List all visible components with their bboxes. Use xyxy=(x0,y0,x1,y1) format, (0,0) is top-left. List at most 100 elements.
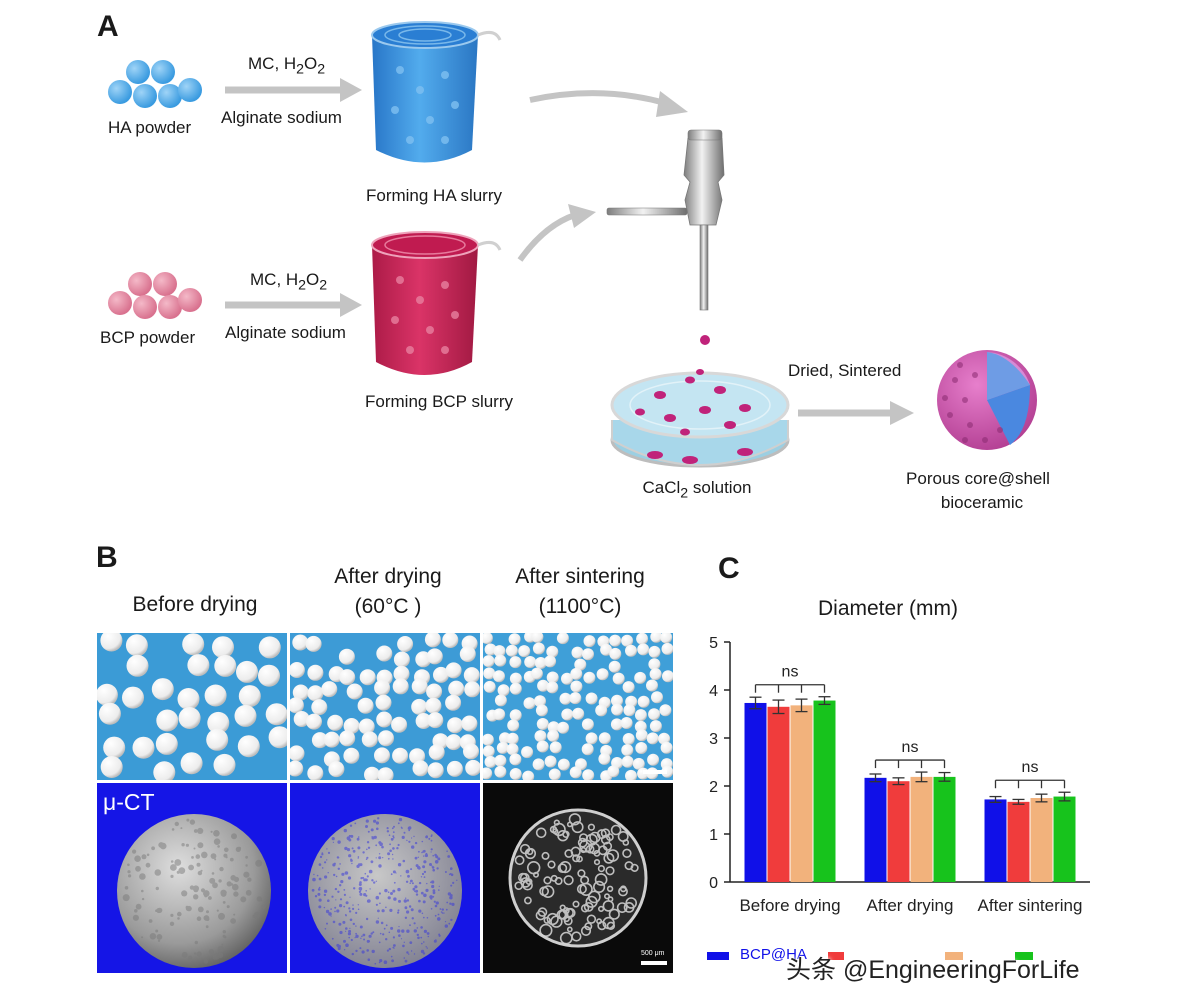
sphere xyxy=(662,670,673,683)
panel-letter-c: C xyxy=(718,552,740,585)
sphere xyxy=(625,644,637,657)
sphere xyxy=(483,680,496,693)
sphere xyxy=(258,664,280,687)
sphere xyxy=(290,760,304,777)
col-header-after-drying: After drying xyxy=(334,565,442,588)
sphere xyxy=(496,741,509,754)
sphere xyxy=(445,734,462,751)
sphere xyxy=(659,704,672,717)
sphere xyxy=(581,743,594,756)
sphere xyxy=(483,767,493,780)
sphere xyxy=(393,665,410,682)
sphere xyxy=(236,660,258,683)
sphere xyxy=(494,694,507,707)
sphere xyxy=(548,768,561,780)
photo-after-drying xyxy=(290,633,480,780)
core-shell-sphere-icon xyxy=(937,350,1037,450)
sphere xyxy=(459,646,476,662)
sphere xyxy=(534,695,546,708)
sphere xyxy=(509,709,522,722)
sphere xyxy=(581,718,594,731)
ct-label: μ-CT xyxy=(103,789,155,815)
y-tick-label: 5 xyxy=(709,635,718,652)
sphere xyxy=(637,695,650,708)
process-arrow xyxy=(529,90,688,117)
sphere xyxy=(532,642,545,655)
sphere xyxy=(506,732,519,745)
sphere xyxy=(536,718,549,730)
sphere xyxy=(428,744,445,761)
legend-swatch-bc xyxy=(1015,952,1033,960)
category-label: After sintering xyxy=(978,896,1083,915)
sphere xyxy=(483,667,496,680)
sphere xyxy=(582,648,594,661)
sphere xyxy=(207,711,230,734)
sphere xyxy=(557,721,570,734)
sphere xyxy=(637,643,650,656)
col-header-after-sintering-temp: (1100°C) xyxy=(538,595,622,618)
sphere xyxy=(187,654,210,677)
sphere xyxy=(177,688,200,710)
sphere xyxy=(290,697,304,714)
significance-label: ns xyxy=(902,739,919,756)
sphere xyxy=(493,670,505,683)
sphere xyxy=(508,633,521,646)
bar xyxy=(984,799,1007,882)
sphere xyxy=(258,636,281,659)
bcp-powder-label: BCP powder xyxy=(100,328,196,347)
sphere xyxy=(293,711,310,727)
bar xyxy=(744,702,767,882)
sphere xyxy=(393,651,410,668)
sphere xyxy=(483,745,495,758)
sphere xyxy=(214,654,237,677)
sphere xyxy=(234,704,257,727)
sphere xyxy=(623,704,636,717)
sphere xyxy=(537,679,550,692)
sphere xyxy=(411,678,428,695)
sphere xyxy=(596,668,609,681)
sphere xyxy=(463,667,480,684)
sphere xyxy=(346,683,363,700)
bar xyxy=(813,700,836,882)
sphere xyxy=(306,713,322,730)
sphere xyxy=(651,691,663,704)
bar xyxy=(790,705,813,882)
sphere xyxy=(180,752,203,775)
y-tick-label: 3 xyxy=(709,731,718,748)
legend-swatch-bcp-ha xyxy=(707,952,729,960)
ct-after-sintering: 500 μm xyxy=(483,783,673,973)
ct-before-drying: μ-CT xyxy=(97,783,287,973)
sphere xyxy=(155,732,178,755)
sphere xyxy=(534,657,547,669)
sphere xyxy=(494,765,507,778)
sphere xyxy=(546,645,559,658)
sphere xyxy=(377,767,394,780)
sphere xyxy=(660,633,673,644)
sphere xyxy=(523,697,536,710)
sphere xyxy=(506,743,519,756)
sphere xyxy=(412,760,429,777)
sphere xyxy=(307,685,324,702)
sphere xyxy=(484,755,497,768)
legend-swatch-ha xyxy=(828,952,844,960)
sphere xyxy=(609,634,622,647)
sphere xyxy=(433,666,449,683)
sphere xyxy=(311,699,328,716)
sphere xyxy=(151,678,174,701)
sphere xyxy=(661,765,673,778)
sphere xyxy=(509,682,522,695)
sphere xyxy=(574,658,587,671)
bar xyxy=(767,706,790,882)
sphere xyxy=(364,766,380,780)
bar xyxy=(910,776,933,882)
sphere xyxy=(531,633,544,643)
process-arrow xyxy=(225,78,362,102)
scale-text: 500 μm xyxy=(641,950,665,957)
sphere xyxy=(569,766,582,779)
sphere xyxy=(549,741,562,754)
category-label: After drying xyxy=(867,896,954,915)
sphere xyxy=(415,713,432,729)
y-tick-label: 1 xyxy=(709,827,718,844)
sphere xyxy=(290,745,305,762)
reagent-bottom-ha: Alginate sodium xyxy=(221,108,342,127)
